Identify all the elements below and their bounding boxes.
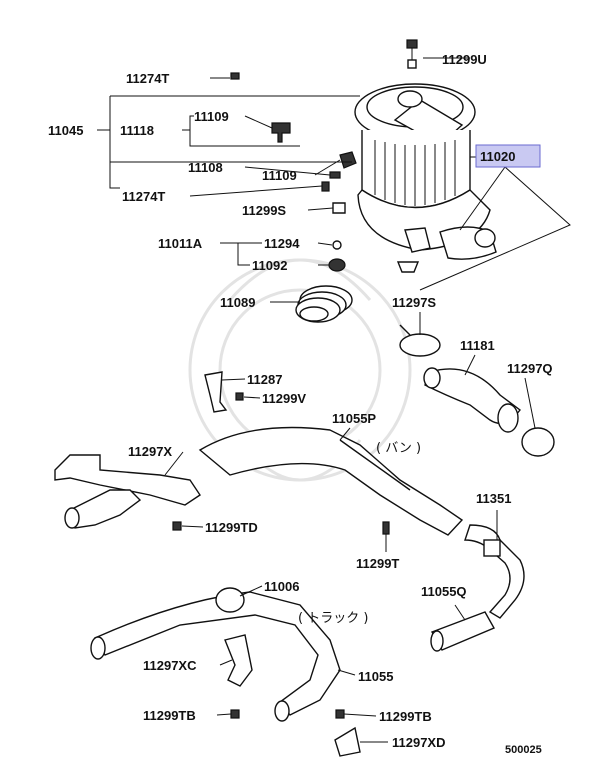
air-cleaner-assembly bbox=[354, 83, 497, 273]
bracket-11297XD bbox=[334, 726, 361, 757]
clip-11299T bbox=[382, 521, 390, 535]
label-11118[interactable]: 11118 bbox=[120, 123, 154, 138]
duct-11089 bbox=[295, 285, 353, 323]
clamp-11109-a bbox=[271, 122, 291, 143]
clamp-11006 bbox=[215, 587, 245, 613]
bushing-11092 bbox=[328, 258, 346, 272]
clamp-11109-b bbox=[339, 151, 357, 169]
label-11299T[interactable]: 11299T bbox=[356, 556, 399, 571]
bracket-11287 bbox=[204, 371, 228, 413]
label-11181[interactable]: 11181 bbox=[460, 338, 495, 353]
label-11294[interactable]: 11294 bbox=[264, 236, 300, 251]
bracket-11297XC bbox=[224, 634, 253, 687]
screw-11299S bbox=[332, 202, 346, 214]
bolt-11299TB-left bbox=[230, 709, 240, 719]
bolt-11299TD bbox=[172, 521, 182, 531]
label-11299S[interactable]: 11299S bbox=[242, 203, 286, 218]
note-truck: ( トラック ) bbox=[298, 611, 368, 626]
label-11299TB-right[interactable]: 11299TB bbox=[379, 709, 432, 724]
label-11274T-bot[interactable]: 11274T bbox=[122, 189, 165, 204]
labels: 11299U 11274T 11045 11118 11109 11020 11… bbox=[48, 52, 553, 756]
bolt-11274T-bot bbox=[321, 181, 330, 192]
label-11092[interactable]: 11092 bbox=[252, 258, 287, 273]
label-11297Q[interactable]: 11297Q bbox=[507, 361, 553, 376]
label-11020[interactable]: 11020 bbox=[480, 149, 515, 164]
label-11011A[interactable]: 11011A bbox=[158, 236, 203, 251]
highlight-11020 bbox=[475, 144, 541, 168]
label-11108[interactable]: 11108 bbox=[188, 160, 223, 175]
label-11055[interactable]: 11055 bbox=[358, 669, 393, 684]
label-11297XD[interactable]: 11297XD bbox=[392, 735, 446, 750]
label-11045[interactable]: 11045 bbox=[48, 123, 83, 138]
label-11089[interactable]: 11089 bbox=[220, 295, 255, 310]
leader-lines bbox=[97, 57, 571, 743]
bolt-11299V bbox=[235, 392, 244, 401]
label-11299TB-left[interactable]: 11299TB bbox=[143, 708, 196, 723]
duct-11055Q bbox=[430, 611, 495, 652]
label-11055Q[interactable]: 11055Q bbox=[421, 584, 467, 599]
clip-11299U bbox=[406, 39, 418, 69]
label-11351[interactable]: 11351 bbox=[476, 491, 511, 506]
duct-11055P bbox=[198, 426, 464, 536]
label-11006[interactable]: 11006 bbox=[264, 579, 299, 594]
clamp-11297Q bbox=[521, 427, 555, 457]
grommet-11294 bbox=[332, 240, 342, 250]
label-11109-a[interactable]: 11109 bbox=[194, 109, 229, 124]
label-11287[interactable]: 11287 bbox=[247, 372, 282, 387]
clip-11108 bbox=[329, 171, 341, 179]
label-11297X[interactable]: 11297X bbox=[128, 444, 172, 459]
label-11299V[interactable]: 11299V bbox=[262, 391, 306, 406]
filter-pleats bbox=[374, 140, 456, 206]
duct-11297X bbox=[54, 454, 201, 529]
label-11297S[interactable]: 11297S bbox=[392, 295, 436, 310]
hose-11181 bbox=[423, 367, 521, 433]
label-11055P[interactable]: 11055P bbox=[332, 411, 376, 426]
note-van: ( バン ) bbox=[376, 441, 421, 456]
hose-11351 bbox=[464, 524, 525, 619]
label-11109-b[interactable]: 11109 bbox=[262, 168, 297, 183]
label-11297XC[interactable]: 11297XC bbox=[143, 658, 197, 673]
label-11274T-top[interactable]: 11274T bbox=[126, 71, 169, 86]
diagram-code: 500025 bbox=[505, 744, 542, 756]
bolt-11299TB-right bbox=[335, 709, 345, 719]
label-11299U[interactable]: 11299U bbox=[442, 52, 487, 67]
label-11299TD[interactable]: 11299TD bbox=[205, 520, 258, 535]
bolt-11274T-top bbox=[230, 72, 240, 80]
